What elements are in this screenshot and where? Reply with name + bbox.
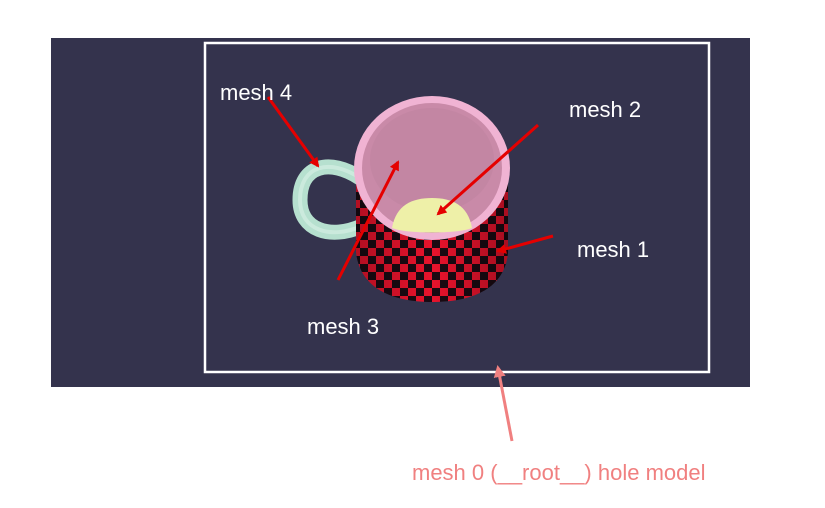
arrow-mesh-1 (496, 234, 554, 254)
mug-liquid (392, 198, 472, 233)
arrow-mesh-4 (266, 96, 320, 168)
label-mesh-3: mesh 3 (307, 314, 380, 339)
label-mesh-0-root: mesh 0 (__root__) hole model (412, 460, 706, 485)
root-model-frame (203, 41, 711, 374)
arrow-mesh-3 (336, 160, 400, 281)
mug-handle (292, 159, 370, 240)
arrow-mesh-0 (493, 365, 514, 442)
label-mesh-4: mesh 4 (220, 80, 293, 105)
mug-interior (354, 96, 510, 240)
arrow-mesh-2 (436, 123, 539, 216)
label-mesh-1: mesh 1 (577, 237, 650, 262)
label-mesh-2: mesh 2 (569, 97, 642, 122)
